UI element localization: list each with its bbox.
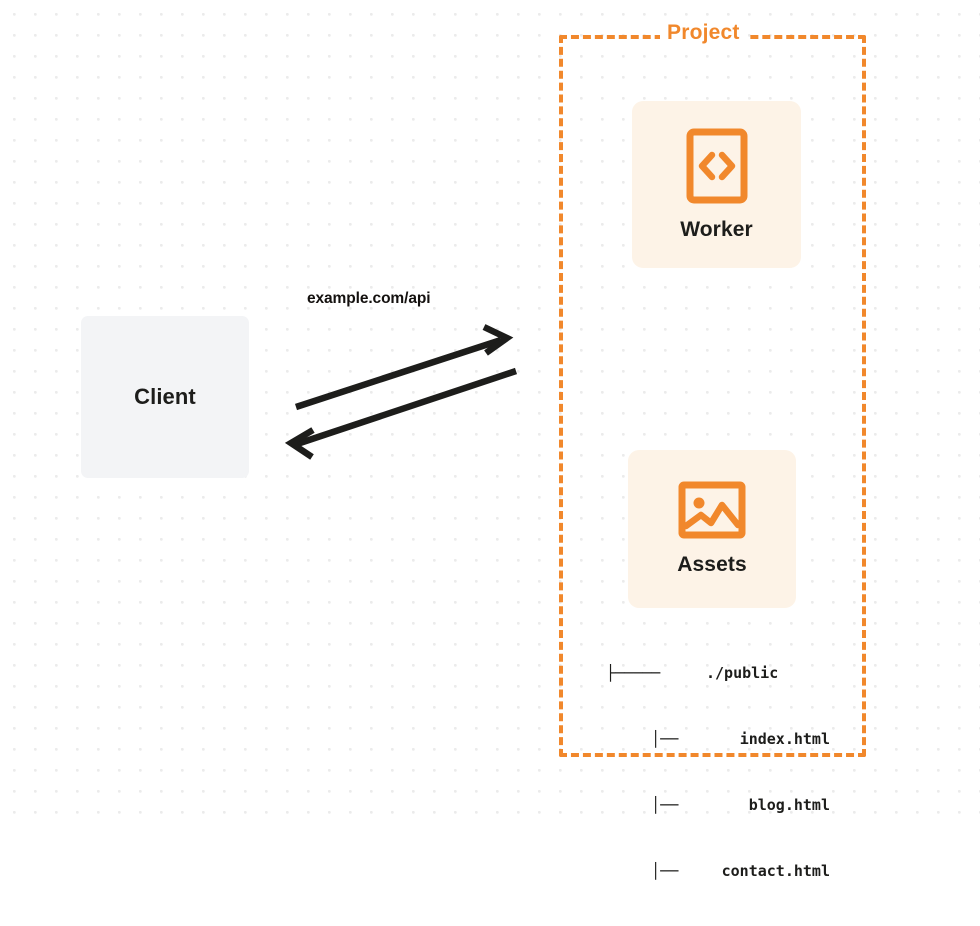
response-arrow-icon xyxy=(284,367,518,460)
client-node[interactable]: Client xyxy=(81,316,249,478)
assets-node[interactable]: Assets xyxy=(628,450,796,608)
assets-file-tree: ├───── ./public │── index.html │── blog.… xyxy=(606,618,834,926)
tree-item-label: contact.html xyxy=(721,862,830,880)
request-arrow-icon xyxy=(294,324,514,411)
tree-item-label: blog.html xyxy=(748,796,830,814)
edge-label-endpoint: example.com/api xyxy=(307,290,431,307)
tree-item-label: ./public xyxy=(706,664,779,682)
worker-node-label: Worker xyxy=(680,217,753,241)
assets-node-label: Assets xyxy=(677,553,747,576)
worker-node[interactable]: Worker xyxy=(632,101,801,268)
file-tree-row: │── index.html xyxy=(606,728,834,750)
project-container-title: Project xyxy=(660,18,747,48)
client-node-label: Client xyxy=(134,384,196,409)
tree-item-label: index.html xyxy=(739,730,830,748)
diagram-canvas: Client example.com/api Project Worker xyxy=(0,0,980,880)
file-tree-row: │── blog.html xyxy=(606,794,834,816)
tree-branch-icon: │── xyxy=(606,730,679,748)
tree-branch-icon: │── xyxy=(606,862,679,880)
file-tree-row: │── contact.html xyxy=(606,860,834,882)
image-icon xyxy=(678,481,746,539)
tree-branch-icon: ├───── xyxy=(606,664,661,682)
file-tree-row: ├───── ./public xyxy=(606,662,834,684)
tree-branch-icon: │── xyxy=(606,796,679,814)
code-brackets-icon xyxy=(686,128,747,203)
